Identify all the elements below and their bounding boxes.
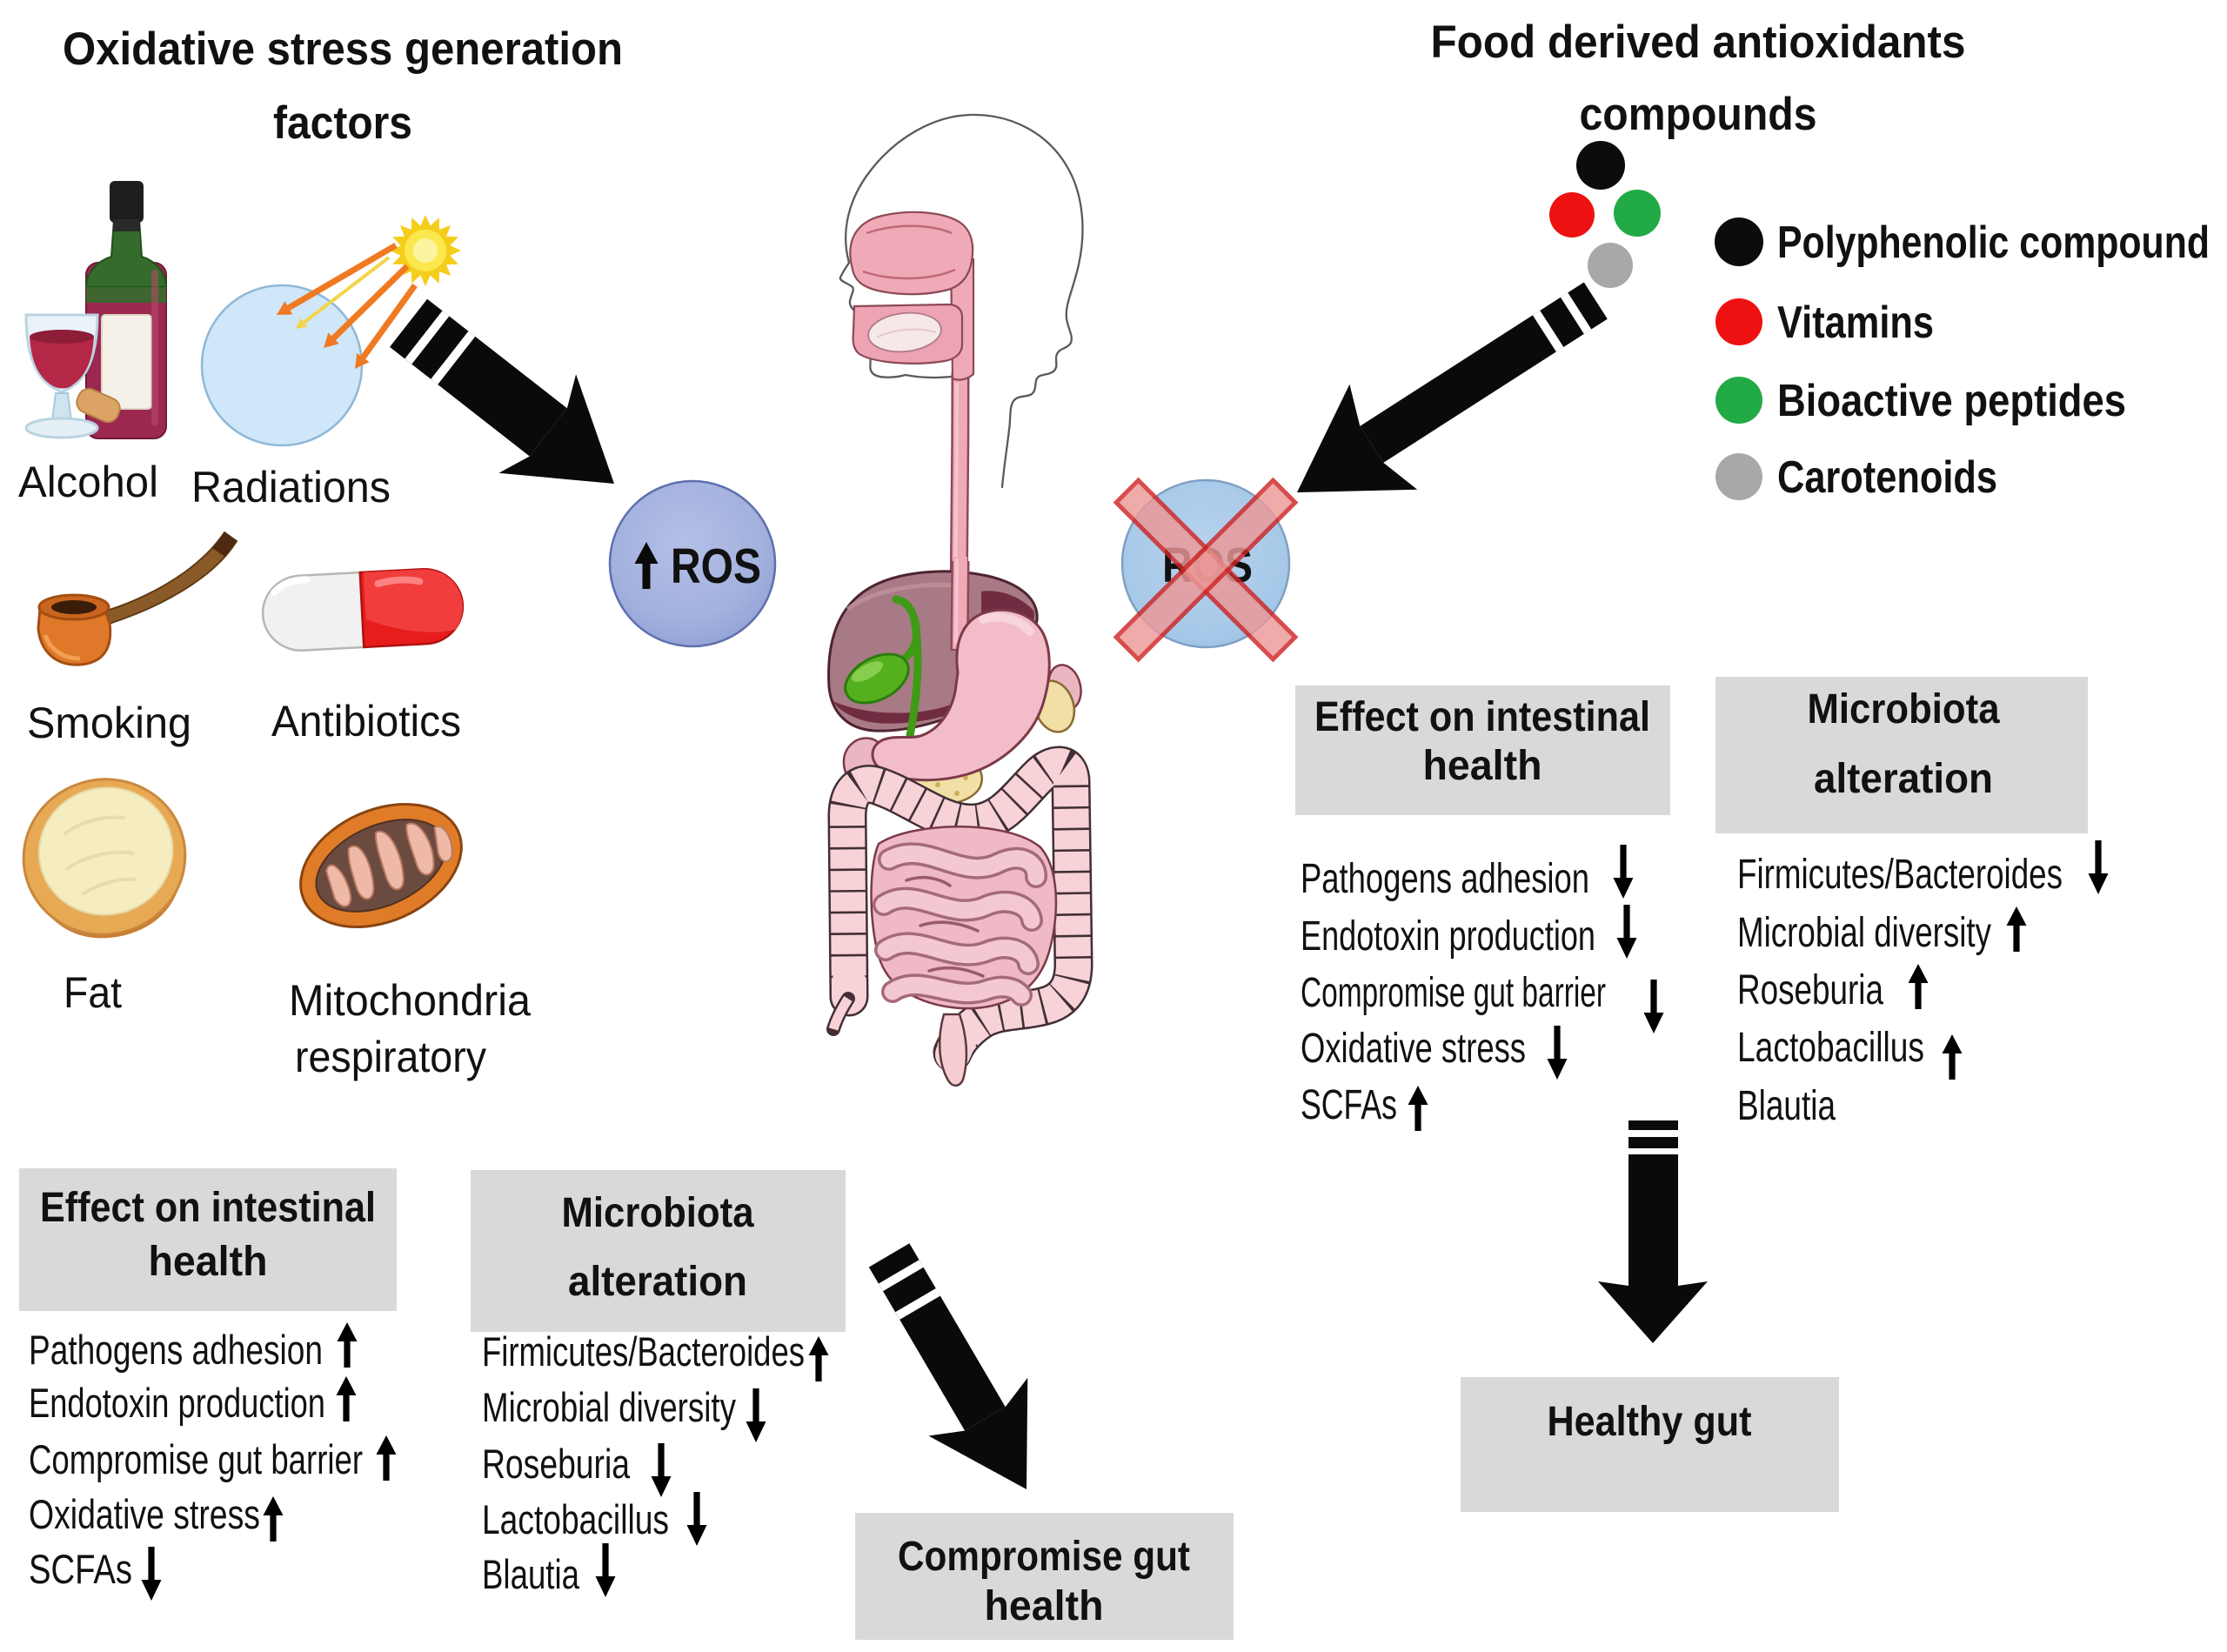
svg-text:Compromise gut barrier: Compromise gut barrier <box>1301 970 1606 1016</box>
svg-text:Vitamins: Vitamins <box>1777 298 1934 348</box>
svg-text:health: health <box>149 1239 268 1285</box>
svg-text:alteration: alteration <box>1814 756 1993 802</box>
svg-text:Microbiota: Microbiota <box>1808 686 2000 732</box>
svg-text:Pathogens adhesion: Pathogens adhesion <box>29 1327 323 1373</box>
svg-text:Mitochondria: Mitochondria <box>289 976 531 1025</box>
svg-text:Blautia: Blautia <box>482 1551 580 1597</box>
svg-text:Pathogens adhesion: Pathogens adhesion <box>1301 856 1589 902</box>
svg-text:respiratory: respiratory <box>295 1033 486 1081</box>
svg-text:Microbiota: Microbiota <box>562 1190 754 1236</box>
svg-text:alteration: alteration <box>568 1259 747 1305</box>
svg-text:Healthy gut: Healthy gut <box>1548 1399 1752 1445</box>
svg-text:Roseburia: Roseburia <box>1737 967 1883 1013</box>
svg-text:Oxidative stress generation: Oxidative stress generation <box>63 23 623 75</box>
svg-text:ROS: ROS <box>671 538 761 594</box>
svg-text:Blautia: Blautia <box>1737 1083 1836 1129</box>
svg-text:Fat: Fat <box>64 968 122 1017</box>
svg-text:Polyphenolic compound: Polyphenolic compound <box>1777 217 2210 268</box>
svg-text:Lactobacillus: Lactobacillus <box>482 1496 669 1542</box>
svg-text:Bioactive peptides: Bioactive peptides <box>1777 376 2126 426</box>
svg-text:Radiations: Radiations <box>191 463 391 512</box>
svg-text:Endotoxin production: Endotoxin production <box>1301 913 1595 960</box>
svg-text:Antibiotics: Antibiotics <box>271 697 461 746</box>
svg-text:Compromise gut: Compromise gut <box>898 1534 1190 1580</box>
svg-text:Alcohol: Alcohol <box>18 458 158 506</box>
svg-text:Firmicutes/Bacteroides: Firmicutes/Bacteroides <box>482 1328 805 1374</box>
svg-text:Endotoxin production: Endotoxin production <box>29 1380 325 1426</box>
svg-text:Food derived antioxidants: Food derived antioxidants <box>1431 17 1966 68</box>
svg-text:compounds: compounds <box>1580 89 1817 140</box>
svg-text:SCFAs: SCFAs <box>29 1546 132 1592</box>
svg-text:health: health <box>985 1583 1104 1629</box>
svg-text:Carotenoids: Carotenoids <box>1777 452 1997 503</box>
svg-text:Smoking: Smoking <box>27 699 191 747</box>
svg-text:Lactobacillus: Lactobacillus <box>1737 1025 1924 1071</box>
svg-text:Microbial diversity: Microbial diversity <box>482 1384 736 1430</box>
svg-text:Effect on intestinal: Effect on intestinal <box>1314 694 1650 740</box>
svg-text:SCFAs: SCFAs <box>1301 1082 1397 1128</box>
svg-text:Microbial diversity: Microbial diversity <box>1737 910 1991 956</box>
svg-text:Compromise gut barrier: Compromise gut barrier <box>29 1436 363 1482</box>
svg-text:Effect on intestinal: Effect on intestinal <box>40 1185 376 1231</box>
svg-text:Roseburia: Roseburia <box>482 1441 631 1487</box>
svg-text:health: health <box>1423 743 1542 789</box>
svg-text:Oxidative stress: Oxidative stress <box>29 1491 260 1537</box>
svg-text:factors: factors <box>273 97 412 149</box>
svg-text:Oxidative stress: Oxidative stress <box>1301 1026 1526 1072</box>
svg-text:Firmicutes/Bacteroides: Firmicutes/Bacteroides <box>1737 852 2063 898</box>
